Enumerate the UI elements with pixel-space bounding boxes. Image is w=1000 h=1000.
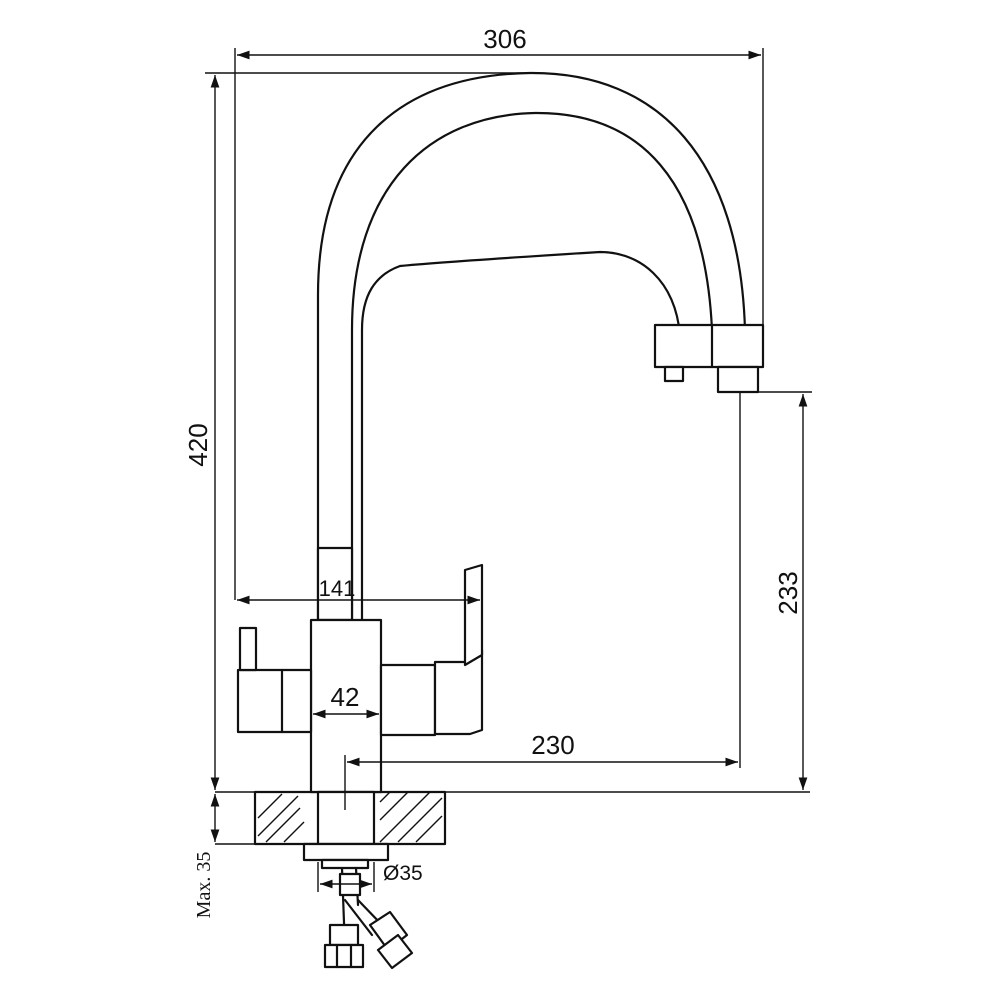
dimension-spout-reach: 230 xyxy=(344,392,741,810)
dimension-body-width: 42 xyxy=(313,682,379,719)
right-handle-lever xyxy=(463,563,484,667)
hole-diameter-label: Ø35 xyxy=(383,862,423,885)
overall-height-label: 420 xyxy=(183,423,213,466)
spout-collar xyxy=(316,546,354,622)
handle-span-label: 141 xyxy=(319,576,356,601)
right-valve-block xyxy=(379,663,437,737)
mounting-shank xyxy=(302,790,414,970)
spout-reach-label: 230 xyxy=(531,730,574,760)
overall-width-label: 306 xyxy=(483,24,526,54)
hose-nut-left xyxy=(328,923,360,947)
spout-head xyxy=(653,323,765,394)
right-handle-base xyxy=(433,648,484,736)
mounting-nut xyxy=(302,842,390,862)
faucet-body xyxy=(236,563,484,794)
spout-height-label: 233 xyxy=(773,571,803,614)
aerator xyxy=(716,365,760,394)
dimension-overall-width: 306 xyxy=(234,24,764,600)
dimension-hole-diameter: Ø35 xyxy=(317,862,423,892)
dimension-max-thickness: Max. 35 xyxy=(193,794,220,919)
max-thickness-label: Max. 35 xyxy=(193,852,215,919)
dimension-handle-span: 141 xyxy=(237,576,480,605)
left-valve-block xyxy=(236,668,313,734)
countertop-section xyxy=(215,790,810,846)
filtered-water-outlet xyxy=(663,365,685,383)
left-lever xyxy=(238,626,258,672)
dimension-spout-height: 233 xyxy=(745,391,812,790)
dimension-overall-height: 420 xyxy=(183,72,530,790)
countertop-hatching xyxy=(257,791,443,843)
body-width-label: 42 xyxy=(331,682,360,712)
